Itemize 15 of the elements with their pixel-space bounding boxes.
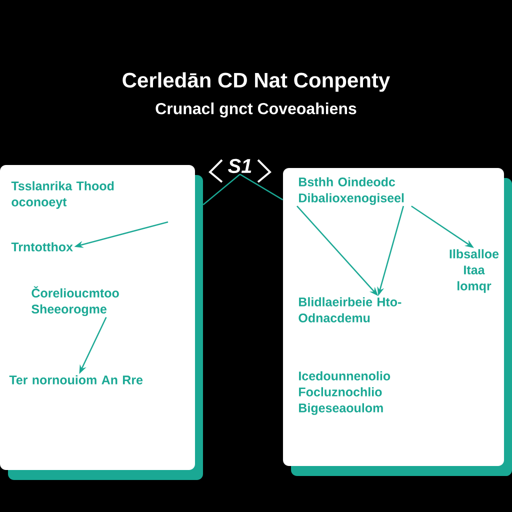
panel-text: Tsslanrika Thood oconoeyt: [11, 181, 114, 209]
panel-text: Ilbsalloe Itaa lomqr: [450, 249, 499, 293]
panel: [283, 168, 512, 476]
connector-line: [240, 174, 284, 200]
panel-text: Trntotthox: [11, 242, 73, 252]
subtitle: Crunacl gnct Coveoahiens: [156, 102, 356, 118]
panel-text: Blidlaeirbeie Hto-Odnacdemu: [298, 297, 402, 322]
panel-text: Icedounnenolio Focluznochlio Bigeseaoulom: [299, 371, 390, 415]
panel-text: Bsthh Oindeodc Dibalioxenogiseel: [299, 177, 404, 205]
panel: [0, 165, 203, 480]
panel-text: Čorelioucmtoo Sheeorogme: [32, 286, 119, 316]
title: Cerledān CD Nat Conpenty: [122, 72, 390, 92]
step-label: S1: [228, 158, 252, 174]
panel-text: Ter nornouiom An Rre: [9, 375, 143, 384]
connector-line: [202, 174, 240, 206]
